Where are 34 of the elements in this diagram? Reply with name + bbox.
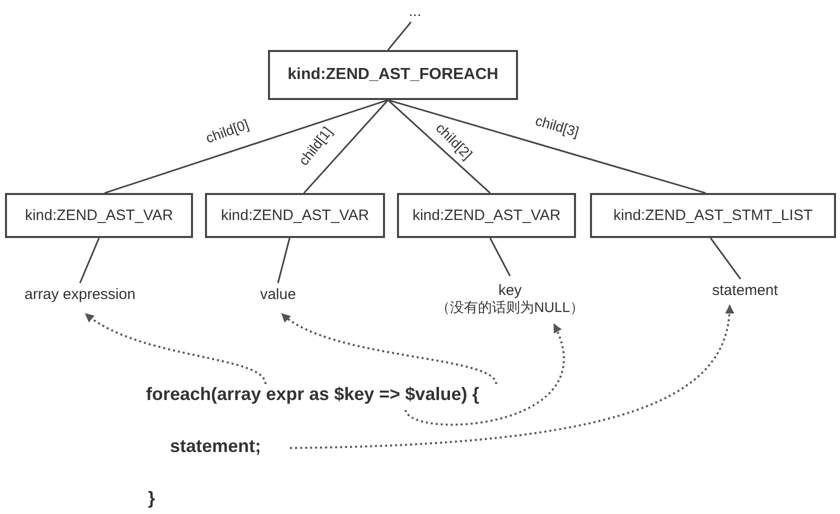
- dotted-arrow: [281, 313, 498, 384]
- connector-line: [388, 99, 706, 194]
- connector-line: [303, 99, 389, 194]
- code-line: statement;: [170, 436, 262, 457]
- ast-node-box: [590, 193, 836, 238]
- connector-line: [277, 238, 290, 284]
- ast-node-box: [205, 193, 385, 238]
- dotted-arrow: [404, 323, 564, 426]
- code-brace: }: [148, 488, 156, 509]
- ast-node-box: [5, 193, 193, 238]
- node-label: kind:ZEND_AST_FOREACH: [288, 66, 498, 84]
- node-text: value: [260, 286, 296, 302]
- connector-line: [79, 238, 100, 284]
- edge-label: child[3]: [534, 112, 581, 140]
- connector-line: [710, 238, 742, 280]
- dotted-arrow: [290, 304, 734, 449]
- code-line: foreach(array expr as $key => $value) {: [146, 384, 480, 405]
- dotted-arrow: [84, 312, 266, 384]
- ast-node-box: [397, 193, 576, 238]
- connector-line: [489, 238, 511, 276]
- connector-line: [104, 99, 388, 194]
- connector-line: [387, 99, 491, 194]
- edge-label: child[0]: [204, 116, 251, 146]
- ast-node-box: [268, 50, 518, 100]
- node-text: statement: [712, 282, 778, 298]
- connector-line: [387, 22, 412, 50]
- node-text: ...: [408, 2, 422, 20]
- node-label: kind:ZEND_AST_STMT_LIST: [613, 207, 813, 224]
- node-label: kind:ZEND_AST_VAR: [412, 207, 561, 224]
- node-text: key: [498, 282, 522, 298]
- node-text: array expression: [24, 286, 136, 302]
- node-label: kind:ZEND_AST_VAR: [220, 207, 370, 224]
- node-label: kind:ZEND_AST_VAR: [24, 207, 174, 224]
- note-text: （没有的话则为NULL）: [436, 298, 584, 316]
